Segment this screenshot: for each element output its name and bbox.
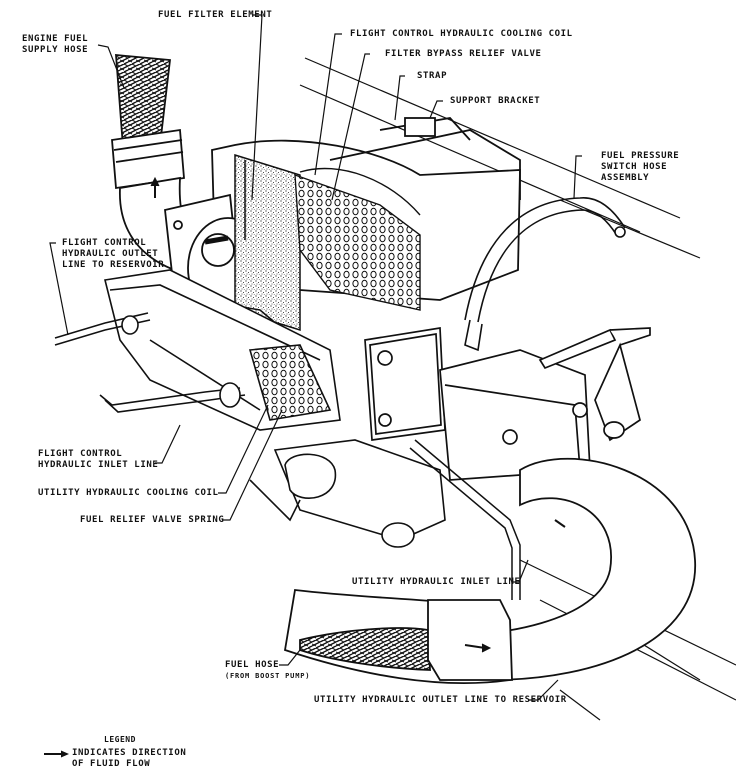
fuel-hose xyxy=(283,589,513,684)
lower-housing xyxy=(104,269,341,431)
callout-flight-control-hydraulic-outlet-line: FLIGHT CONTROL HYDRAULIC OUTLET LINE TO … xyxy=(62,238,165,270)
callout-utility-hydraulic-inlet-line: UTILITY HYDRAULIC INLET LINE xyxy=(352,577,521,587)
flight-control-tubes xyxy=(54,312,246,413)
callout-flight-control-hydraulic-cooling-coil: FLIGHT CONTROL HYDRAULIC COOLING COIL xyxy=(350,29,573,39)
engine-fuel-supply-hose xyxy=(111,54,212,277)
arrow-icon xyxy=(44,750,69,758)
flight-control-cooling-coil xyxy=(294,167,421,311)
callout-fuel-relief-valve-spring: FUEL RELIEF VALVE SPRING xyxy=(80,515,225,525)
utility-inlet-tube xyxy=(409,439,521,600)
callout-support-bracket: SUPPORT BRACKET xyxy=(450,96,541,106)
callout-strap: STRAP xyxy=(417,71,448,81)
callout-fuel-filter-element: FUEL FILTER ELEMENT xyxy=(158,10,273,20)
pump-base xyxy=(249,439,446,548)
callout-engine-fuel-supply-hose: ENGINE FUEL SUPPLY HOSE xyxy=(22,34,89,55)
callout-fuel-hose: FUEL HOSE (FROM BOOST PUMP) xyxy=(225,660,311,680)
fuel-pressure-switch-hose xyxy=(464,197,626,352)
callout-flight-control-hydraulic-inlet-line: FLIGHT CONTROL HYDRAULIC INLET LINE xyxy=(38,449,159,470)
leader-lines xyxy=(49,14,582,701)
callout-fuel-pressure-switch-hose-assembly: FUEL PRESSURE SWITCH HOSE ASSEMBLY xyxy=(601,151,680,183)
valve-block xyxy=(364,327,651,481)
callout-utility-hydraulic-outlet-line: UTILITY HYDRAULIC OUTLET LINE TO RESERVO… xyxy=(314,695,567,705)
callout-filter-bypass-relief-valve: FILTER BYPASS RELIEF VALVE xyxy=(385,49,542,59)
legend-entry-text: INDICATES DIRECTION OF FLUID FLOW xyxy=(72,748,187,769)
callout-utility-hydraulic-cooling-coil: UTILITY HYDRAULIC COOLING COIL xyxy=(38,488,219,498)
legend-title: LEGEND xyxy=(104,735,136,744)
